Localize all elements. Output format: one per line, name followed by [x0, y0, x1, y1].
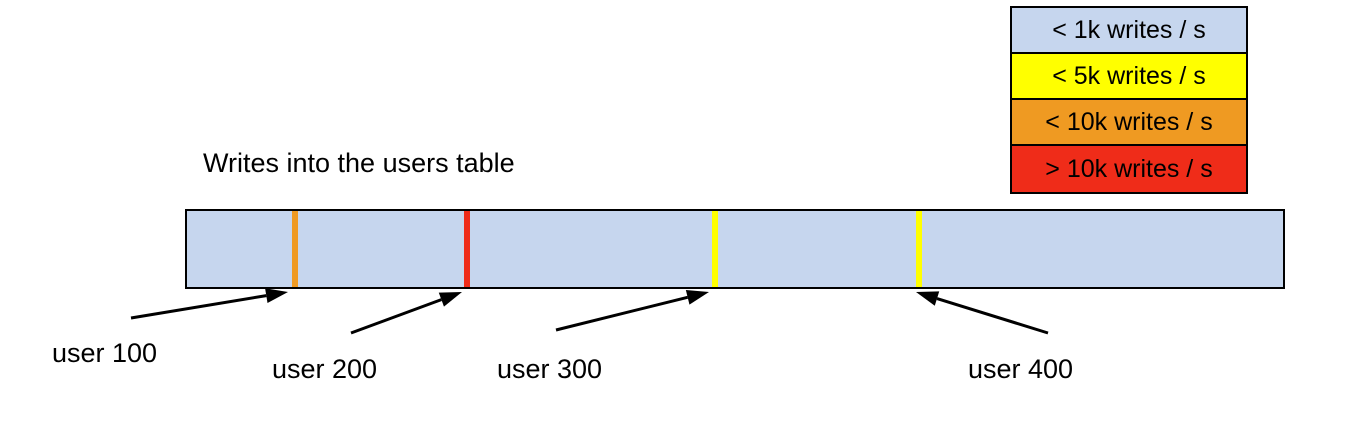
user-200-stripe — [464, 211, 470, 287]
callout-arrow-line — [130, 294, 267, 320]
legend-label: < 1k writes / s — [1052, 15, 1206, 44]
callout-arrow-head — [438, 292, 462, 307]
callout-arrow-line — [350, 298, 442, 335]
user-400-stripe — [916, 211, 922, 287]
legend-label: < 5k writes / s — [1052, 61, 1206, 90]
callout-label-user-100: user 100 — [52, 338, 158, 368]
legend-row-lt-10k: < 10k writes / s — [1012, 100, 1246, 146]
user-100-stripe — [292, 211, 298, 287]
callout-label-user-300: user 300 — [497, 354, 603, 384]
callout-label-user-400: user 400 — [968, 354, 1074, 384]
legend-row-lt-5k: < 5k writes / s — [1012, 54, 1246, 100]
callout-arrow-line — [555, 295, 689, 332]
legend-row-gt-10k: > 10k writes / s — [1012, 146, 1246, 192]
callout-arrow-line — [936, 297, 1049, 335]
legend-row-lt-1k: < 1k writes / s — [1012, 8, 1246, 54]
callout-arrow-head — [265, 288, 288, 303]
page-title: Writes into the users table — [203, 148, 515, 178]
users-table-bar — [185, 209, 1285, 289]
write-rate-legend: < 1k writes / s < 5k writes / s < 10k wr… — [1010, 6, 1248, 194]
legend-label: < 10k writes / s — [1045, 107, 1213, 136]
callout-label-user-200: user 200 — [272, 354, 378, 384]
callout-arrow-head — [685, 290, 709, 305]
user-300-stripe — [712, 211, 718, 287]
callout-arrow-head — [916, 291, 940, 306]
legend-label: > 10k writes / s — [1045, 154, 1213, 183]
